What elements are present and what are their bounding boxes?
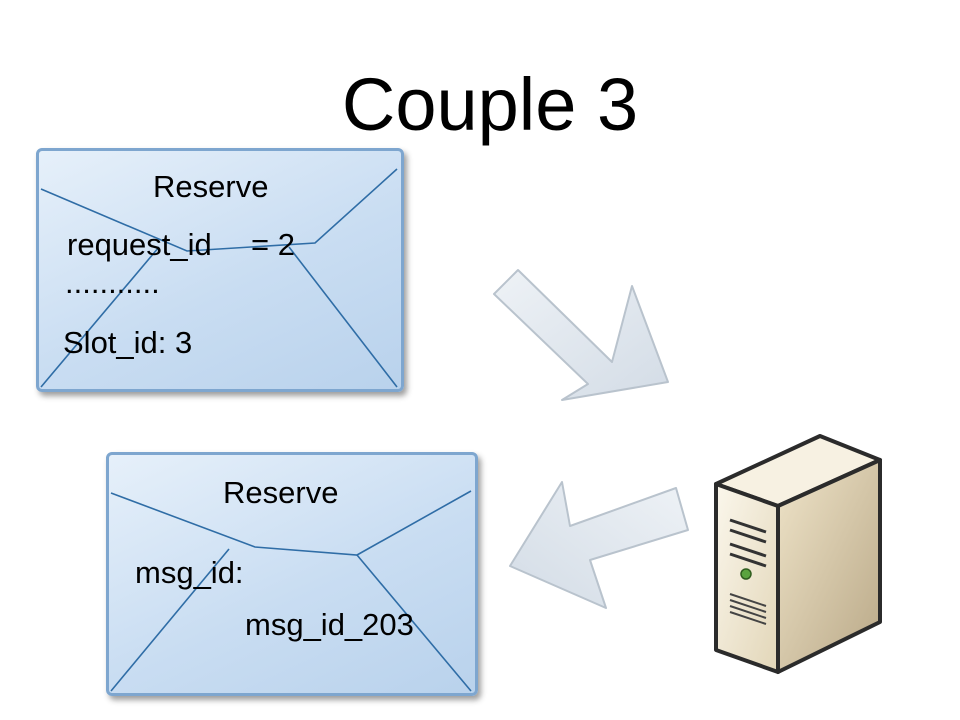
envelope-flap-lines (40, 168, 398, 388)
response-envelope-label: Reserve (223, 475, 339, 510)
msg-id-value: msg_id_203 (245, 607, 414, 642)
slide-title: Couple 3 (341, 63, 639, 146)
request-id-value: = 2 (251, 227, 295, 262)
response-envelope: Reserve msg_id: msg_id_203 (106, 452, 478, 696)
request-id-key: request_id (67, 227, 212, 262)
request-envelope-label: Reserve (153, 169, 269, 204)
request-ellipsis: ........... (65, 265, 160, 300)
power-led-icon (740, 568, 752, 580)
request-envelope: Reserve request_id = 2 ........... Slot_… (36, 148, 404, 392)
slot-id-line: Slot_id: 3 (63, 325, 193, 360)
envelope-flap-lines (110, 490, 472, 692)
msg-id-key: msg_id: (135, 555, 244, 590)
